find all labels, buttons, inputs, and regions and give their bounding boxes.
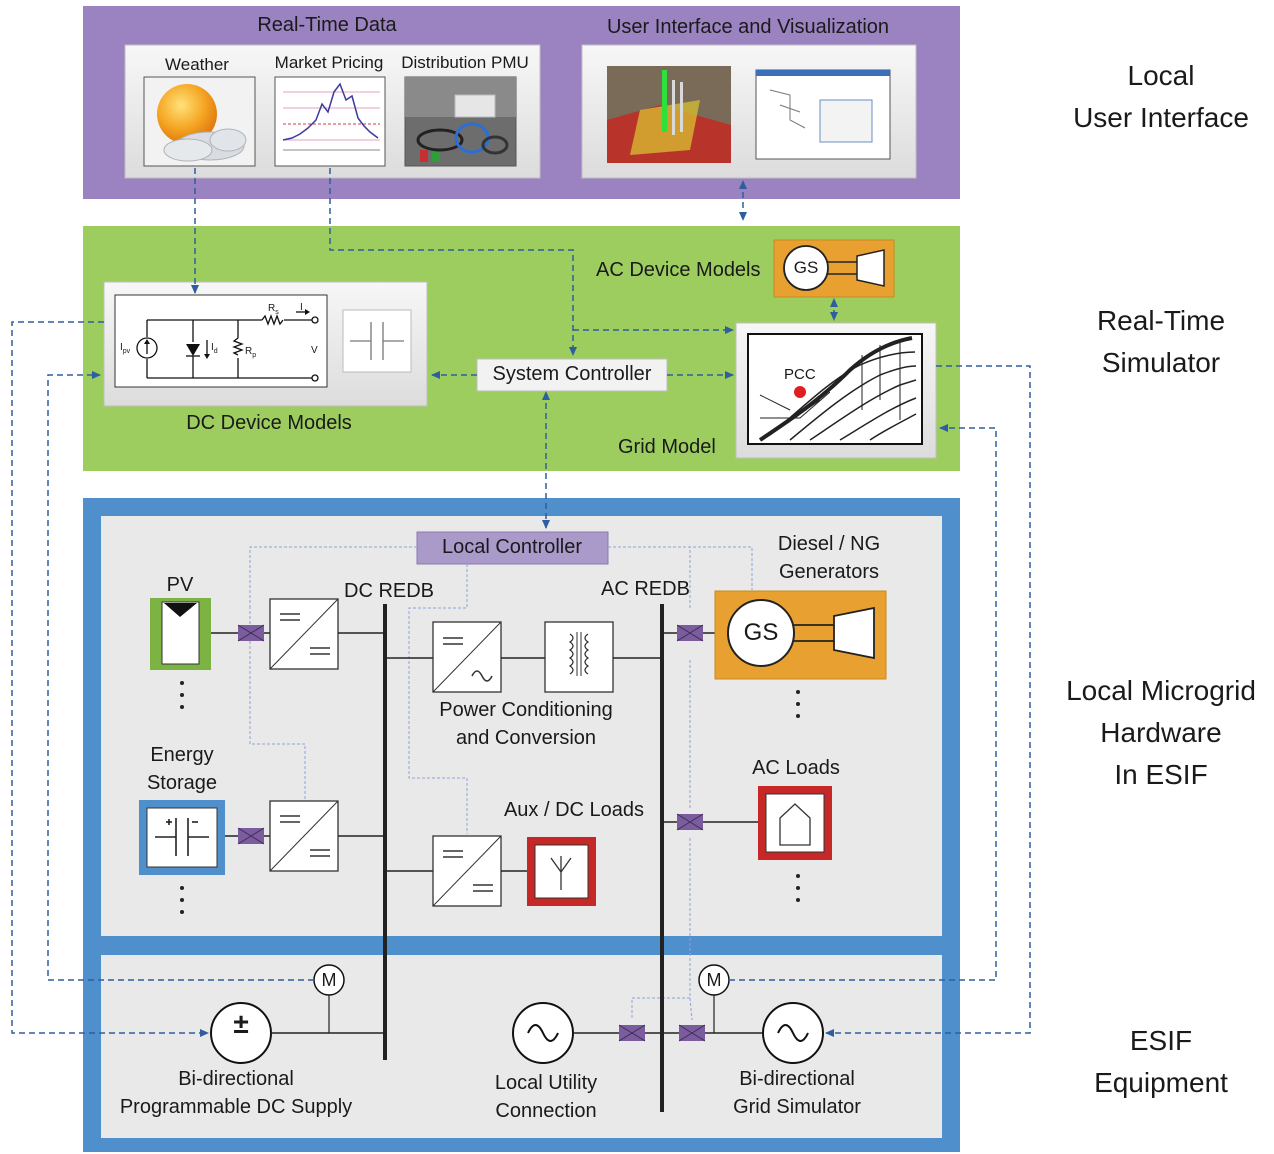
weather-label: Weather: [165, 55, 229, 74]
tier-label-esif: ESIF Equipment: [1094, 1025, 1228, 1098]
tier-label-hardware: Local Microgrid Hardware In ESIF: [1066, 675, 1256, 790]
dc-device-models-label: DC Device Models: [186, 412, 352, 434]
ac-load-breaker-icon: [676, 813, 704, 831]
dc-ac-inverter-icon: [432, 621, 502, 693]
pv-dcdc-converter-icon: [269, 598, 339, 670]
grid-model-label: Grid Model: [618, 436, 716, 458]
pcc-label: PCC: [784, 366, 816, 383]
grid-simulator-icon: [762, 1002, 824, 1064]
weather-icon: [143, 76, 256, 167]
ipv-label: Ipv: [120, 342, 131, 355]
grid-sim-label-line2: Grid Simulator: [733, 1096, 861, 1118]
aux-loads-label: Aux / DC Loads: [503, 799, 645, 821]
link-ac-meter-to-grid: [729, 424, 997, 981]
link-dc-meter-to-sim: [47, 371, 314, 981]
visualization-title: User Interface and Visualization: [606, 16, 890, 38]
pv-breaker-icon: [237, 624, 265, 642]
grid-model-map: [758, 336, 917, 442]
software-window-icon: [755, 69, 891, 160]
pcc-marker: [794, 386, 806, 398]
dc-meter-label: M: [321, 970, 337, 990]
pmu-photo-icon: [404, 76, 517, 167]
ac-device-models-label: AC Device Models: [596, 259, 761, 281]
3d-visualization-icon: [607, 66, 731, 163]
link-market-to-grid: [329, 168, 577, 356]
utility-breaker-icon: [618, 1024, 646, 1042]
realtime-data-title: Real-Time Data: [257, 14, 397, 36]
transformer-icon: [544, 621, 614, 693]
power-conditioning-label-line1: Power Conditioning: [439, 699, 613, 721]
local-controller-label[interactable]: Local Controller: [441, 536, 583, 558]
system-controller-label[interactable]: System Controller: [492, 363, 652, 385]
dc-redb-label: DC REDB: [344, 580, 435, 602]
storage-dcdc-converter-icon: [269, 800, 339, 872]
grid-sim-breaker-icon: [678, 1024, 706, 1042]
energy-storage-label-line1: Energy: [150, 744, 214, 766]
local-controller-box: [416, 531, 609, 565]
storage-breaker-icon: [237, 827, 265, 845]
hardware-panel: [101, 516, 942, 936]
utility-source-icon: [512, 1002, 574, 1064]
generator-gs-label: GS: [743, 619, 779, 646]
diesel-label-line1: Diesel / NG: [777, 533, 881, 555]
tier-label-sim: Real-Time Simulator: [1096, 305, 1226, 378]
link-grid-to-grid-sim: [825, 365, 1031, 1037]
diesel-label-line2: Generators: [778, 561, 880, 583]
generator-breaker-icon: [676, 624, 704, 642]
rs-label: Rs: [268, 303, 279, 316]
ac-loads-label: AC Loads: [752, 757, 840, 779]
grid-sim-label-line1: Bi-directional: [739, 1068, 855, 1090]
i-label: I: [300, 302, 303, 313]
ac-meter-label: M: [706, 970, 722, 990]
dc-supply-symbol: ±: [233, 1008, 249, 1039]
pv-label: PV: [166, 574, 194, 596]
link-sim-to-dc-supply: [11, 321, 209, 1037]
utility-label-line2: Connection: [495, 1100, 597, 1122]
v-label: V: [311, 345, 318, 356]
dc-supply-label-line2: Programmable DC Supply: [119, 1096, 353, 1118]
id-label: Id: [211, 342, 218, 355]
pmu-label: Distribution PMU: [401, 53, 529, 72]
tier-label-ui: Local User Interface: [1073, 60, 1249, 133]
sim-gs-label: GS: [793, 258, 819, 277]
rp-label: Rp: [245, 346, 257, 359]
power-conditioning-label-line2: and Conversion: [455, 727, 597, 749]
ac-redb-label: AC REDB: [601, 578, 690, 600]
aux-dcdc-converter-icon: [432, 835, 502, 907]
market-pricing-label: Market Pricing: [274, 53, 384, 72]
energy-storage-label-line2: Storage: [146, 772, 218, 794]
dc-supply-label-line1: Bi-directional: [178, 1068, 294, 1090]
utility-label-line1: Local Utility: [494, 1072, 598, 1094]
market-pricing-chart-icon: [274, 76, 386, 167]
